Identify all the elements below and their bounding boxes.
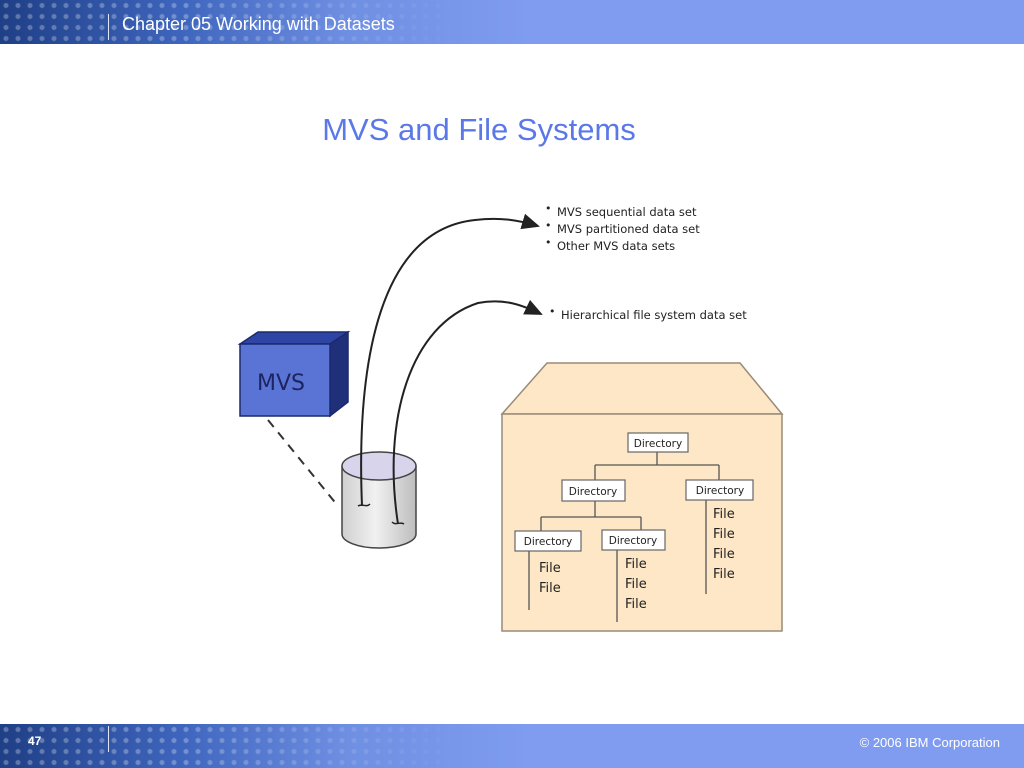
list-item: MVS partitioned data set: [557, 222, 700, 236]
mvs-dataset-list: • MVS sequential data set • MVS partitio…: [545, 202, 700, 253]
directory-box-left: [561, 479, 626, 502]
cube-side: [329, 330, 349, 418]
file-labels: File File File File File File File File …: [539, 507, 735, 612]
slide-title: MVS and File Systems: [322, 112, 636, 147]
hfs-dataset-list: • Hierarchical file system data set: [549, 305, 747, 322]
file-label: File: [625, 597, 647, 612]
file-label: File: [625, 557, 647, 572]
mvs-cube: MVS: [237, 330, 351, 418]
footer-separator: [108, 726, 109, 752]
folder-tab: [500, 362, 784, 415]
directory-box-right: [685, 479, 754, 501]
directory-box-leaf-a: [514, 530, 582, 552]
directory-tree: Directory Directory Directory Directory …: [514, 432, 754, 552]
cube-front: [239, 343, 331, 417]
directory-label: Directory: [524, 536, 572, 548]
directory-box-root: [627, 432, 689, 453]
directory-label: Directory: [696, 485, 744, 497]
bullet: •: [545, 202, 552, 215]
tree-connectors: [528, 452, 720, 622]
file-label: File: [539, 561, 561, 576]
bullet: •: [549, 305, 556, 318]
footer-band: 47 © 2006 IBM Corporation: [0, 724, 1024, 768]
arrow-tail-squiggle: [357, 503, 371, 507]
bullet: •: [545, 219, 552, 232]
list-item: Hierarchical file system data set: [561, 308, 747, 322]
storage-cylinder: [341, 451, 417, 549]
header-band: Chapter 05 Working with Datasets: [0, 0, 1024, 44]
file-label: File: [713, 567, 735, 582]
chapter-title: Chapter 05 Working with Datasets: [122, 14, 395, 34]
file-label: File: [713, 547, 735, 562]
directory-box-leaf-b: [601, 529, 666, 551]
directory-label: Directory: [609, 535, 657, 547]
header-pattern: [0, 0, 470, 44]
file-label: File: [539, 581, 561, 596]
mvs-label: MVS: [257, 371, 305, 396]
list-item: MVS sequential data set: [557, 205, 697, 219]
file-label: File: [713, 507, 735, 522]
bullet: •: [545, 236, 552, 249]
arrow-to-hfs-dataset: [392, 299, 543, 525]
file-label: File: [713, 527, 735, 542]
copyright: © 2006 IBM Corporation: [859, 735, 1000, 750]
file-label: File: [625, 577, 647, 592]
page-number: 47: [28, 734, 42, 748]
dashed-connector: [267, 419, 339, 507]
arrow-to-mvs-datasets: [360, 213, 540, 507]
arrow-tail-squiggle: [391, 521, 405, 525]
header-separator: [108, 14, 109, 40]
directory-label: Directory: [634, 438, 682, 450]
directory-label: Directory: [569, 486, 617, 498]
footer-pattern: [0, 724, 470, 768]
cylinder-top: [341, 451, 417, 481]
list-item: Other MVS data sets: [557, 239, 675, 253]
